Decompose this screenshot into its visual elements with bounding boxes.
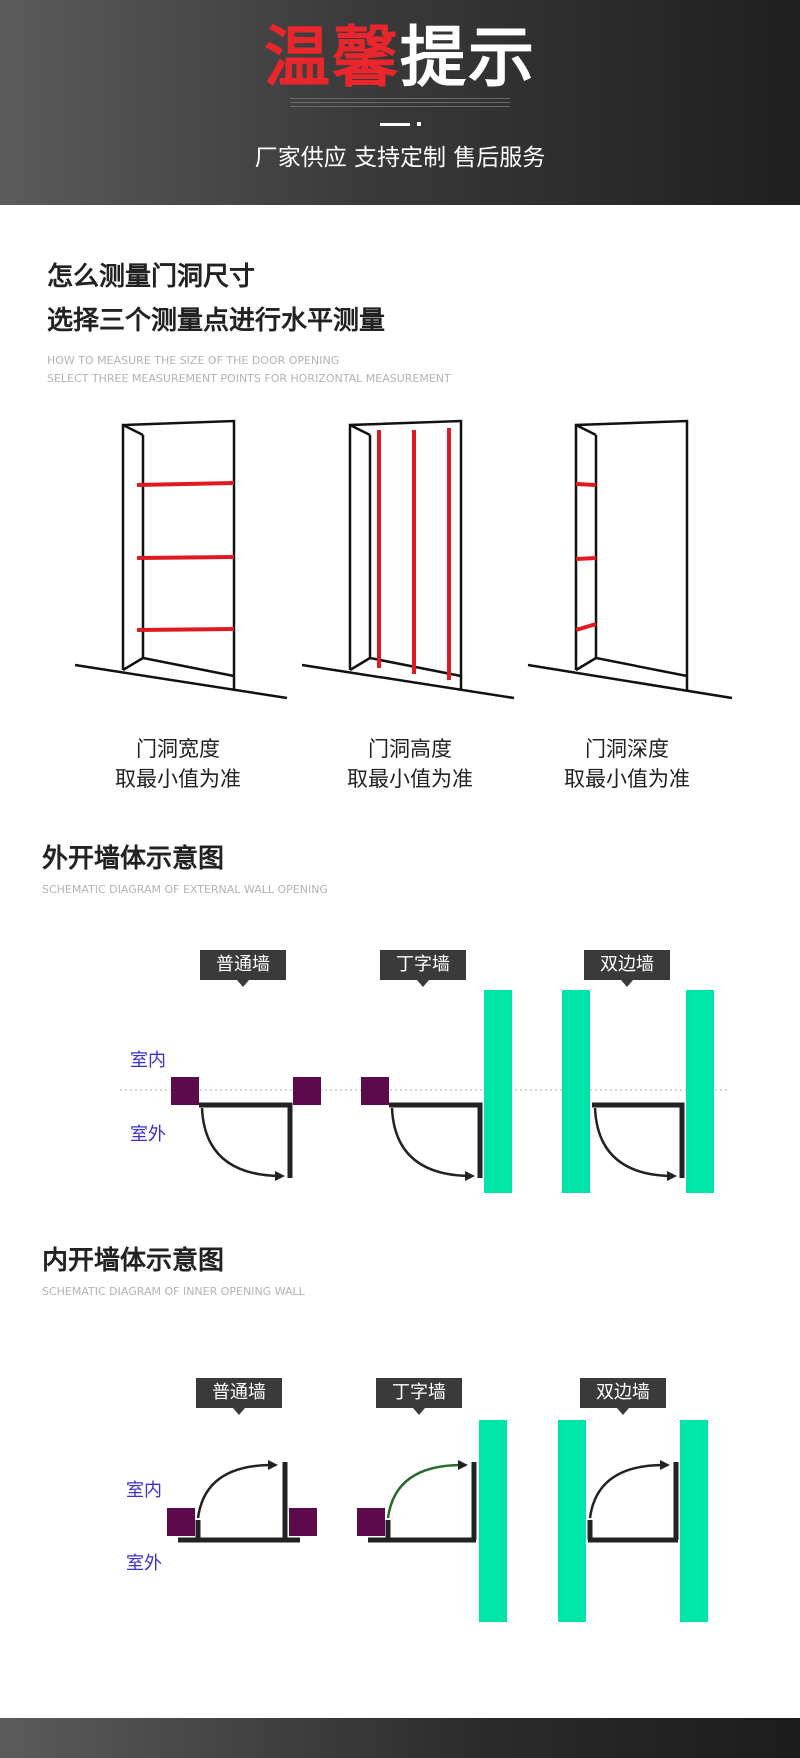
inner-double-wall-left	[558, 1420, 586, 1622]
caption-height-line2: 取最小值为准	[347, 767, 473, 791]
height-measure-lines	[377, 428, 451, 680]
outer-tag-t-label: 丁字墙	[396, 954, 450, 975]
outer-post-1	[171, 1077, 199, 1105]
inner-tag-normal-label: 普通墙	[212, 1382, 266, 1403]
caption-depth: 门洞深度 取最小值为准	[527, 734, 727, 794]
inner-tag-t-label: 丁字墙	[392, 1382, 446, 1403]
outer-double-wall-right	[686, 990, 714, 1193]
caption-depth-line1: 门洞深度	[585, 737, 669, 761]
measure-title-line1: 怎么测量门洞尺寸	[47, 262, 256, 292]
inner-swing-arcs	[196, 1463, 665, 1519]
depth-measure-lines	[575, 482, 597, 632]
caption-width: 门洞宽度 取最小值为准	[78, 734, 278, 794]
outer-opening-diagram	[120, 950, 730, 1193]
inner-tag-t	[376, 1378, 462, 1415]
outer-tag-normal-label: 普通墙	[216, 954, 270, 975]
inner-post-3	[357, 1508, 385, 1536]
header-title-white: 提示	[400, 19, 536, 96]
caption-width-line2: 取最小值为准	[115, 767, 241, 791]
footer-bar	[0, 1718, 800, 1758]
outer-arrowheads	[275, 1171, 677, 1181]
inner-tag-double-label: 双边墙	[596, 1382, 650, 1403]
header-title-red: 温馨	[264, 19, 400, 96]
inner-outdoor-label: 室外	[126, 1553, 162, 1574]
caption-depth-line2: 取最小值为准	[564, 767, 690, 791]
width-measure-lines	[136, 481, 235, 632]
outer-swing-arcs	[200, 1107, 673, 1178]
inner-tag-normal	[196, 1378, 282, 1415]
inner-frames	[178, 1462, 679, 1543]
outer-frames	[199, 1102, 685, 1178]
decorative-dash	[380, 123, 410, 126]
outer-t-wall	[484, 990, 512, 1193]
caption-height-line1: 门洞高度	[368, 737, 452, 761]
outer-en: SCHEMATIC DIAGRAM OF EXTERNAL WALL OPENI…	[42, 883, 328, 896]
inner-post-1	[167, 1508, 195, 1536]
inner-t-wall	[479, 1420, 507, 1622]
decorative-dot	[417, 122, 421, 126]
inner-indoor-label: 室内	[126, 1480, 162, 1501]
outer-tag-t	[380, 950, 466, 987]
door-width-diagram	[74, 419, 288, 700]
inner-title: 内开墙体示意图	[42, 1246, 225, 1276]
outer-tag-normal	[200, 950, 286, 987]
inner-post-2	[289, 1508, 317, 1536]
inner-arrowheads	[268, 1460, 670, 1470]
header-subtitle: 厂家供应 支持定制 售后服务	[254, 145, 546, 171]
inner-door-stubs	[195, 1520, 593, 1540]
outer-tag-double-label: 双边墙	[600, 954, 654, 975]
inner-opening-diagram	[167, 1378, 708, 1622]
outer-double-wall-left	[562, 990, 590, 1193]
inner-double-wall-right	[680, 1420, 708, 1622]
caption-height: 门洞高度 取最小值为准	[310, 734, 510, 794]
header-title: 温馨提示	[0, 18, 800, 98]
outer-indoor-label: 室内	[130, 1050, 166, 1071]
inner-tag-double	[580, 1378, 666, 1415]
outer-tag-double	[584, 950, 670, 987]
outer-post-2	[293, 1077, 321, 1105]
outer-post-3	[361, 1077, 389, 1105]
inner-en: SCHEMATIC DIAGRAM OF INNER OPENING WALL	[42, 1285, 305, 1298]
measure-title-line2: 选择三个测量点进行水平测量	[47, 306, 386, 336]
header-banner: 温馨提示 厂家供应 支持定制 售后服务	[0, 0, 800, 205]
measure-en-line2: SELECT THREE MEASUREMENT POINTS FOR HORI…	[47, 372, 451, 385]
door-measure-diagrams	[74, 419, 733, 700]
decorative-lines	[290, 98, 510, 110]
door-height-diagram	[301, 419, 515, 700]
caption-width-line1: 门洞宽度	[136, 737, 220, 761]
measure-en-line1: HOW TO MEASURE THE SIZE OF THE DOOR OPEN…	[47, 354, 340, 367]
door-depth-diagram	[527, 419, 733, 700]
outer-title: 外开墙体示意图	[42, 844, 225, 874]
outer-outdoor-label: 室外	[130, 1124, 166, 1145]
